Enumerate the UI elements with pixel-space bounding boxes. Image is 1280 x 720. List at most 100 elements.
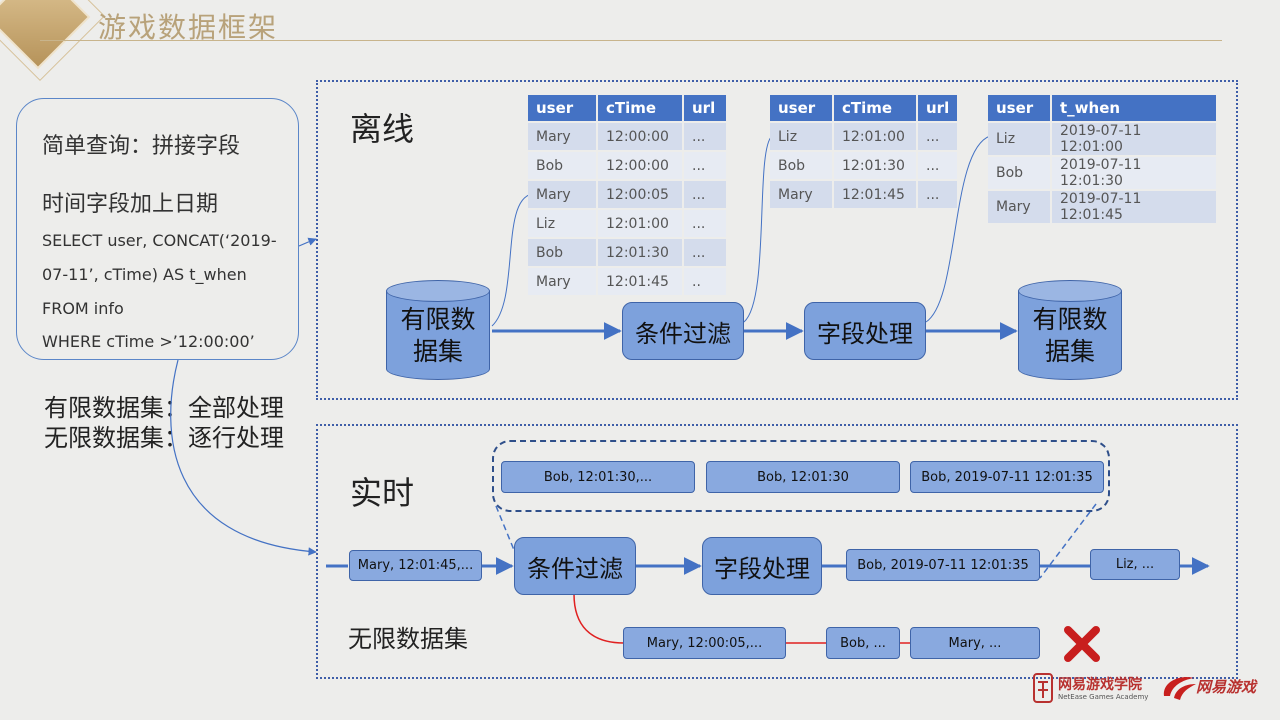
offline-process-node: 字段处理 [804,302,926,360]
query-note-box [16,98,299,360]
t2-cell: ... [918,123,958,150]
academy-logo-subtext: NetEase Games Academy [1058,693,1149,701]
note-line-1: 简单查询：拼接字段 [42,134,241,159]
record-detail-box [492,440,1110,512]
rejected-record-2: Bob, ... [826,627,900,659]
reject-x-icon [1064,626,1100,662]
rejected-record-3: Mary, ... [910,627,1040,659]
sql-line-4: WHERE cTime >’12:00:00’ [42,332,255,351]
detail-record-filtered: Bob, 12:01:30 [706,461,900,493]
offline-filter-node: 条件过滤 [622,302,744,360]
netease-games-logo-text: 网易游戏 [1196,678,1257,696]
t2-cell: 12:01:00 [834,123,916,150]
realtime-process-node: 字段处理 [702,537,822,595]
t1-cell: ... [684,181,726,208]
sql-line-1: SELECT user, CONCAT(‘2019- [42,231,277,250]
t3-header: t_when [1052,95,1216,121]
realtime-label: 实时 [350,474,415,512]
source-to-table1-connector [491,193,533,327]
offline-label: 离线 [350,110,415,148]
t1-header: user [528,95,596,121]
page-title: 游戏数据框架 [98,11,279,44]
t2-header: url [918,95,958,121]
t1-cell: 12:00:00 [598,123,682,150]
t1-cell: Mary [528,268,596,295]
offline-source-dataset: 有限数据集 [386,280,490,380]
unbounded-label: 无限数据集 [348,625,468,653]
reject-path [573,593,625,644]
t1-cell: 12:00:05 [598,181,682,208]
t3-cell: Bob [988,157,1050,189]
t1-cell: ... [684,152,726,179]
netease-games-logo-icon [1163,676,1196,700]
offline-sink-dataset: 有限数据集 [1018,280,1122,380]
t1-cell: ... [684,210,726,237]
t1-cell: Bob [528,152,596,179]
detail-record-raw: Bob, 12:01:30,... [501,461,695,493]
sql-line-3: FROM info [42,299,124,318]
t3-header: user [988,95,1050,121]
process-to-table3-connector [925,135,991,323]
realtime-filter-node: 条件过滤 [514,537,636,595]
t2-header: user [770,95,832,121]
zoom-line-right [1039,503,1097,579]
stream-output-record: Bob, 2019-07-11 12:01:35 [846,549,1040,581]
t1-cell: Mary [528,181,596,208]
source-label-2: 据集 [412,337,463,366]
title-divider [40,40,1222,41]
t1-cell: 12:01:30 [598,239,682,266]
note-line-2: 时间字段加上日期 [42,192,219,217]
summary-unbounded: 无限数据集：逐行处理 [44,424,284,452]
t1-cell: ... [684,239,726,266]
note-to-offline-connector [298,237,317,247]
t2-cell: Liz [770,123,832,150]
t3-cell: 2019-07-11 12:01:45 [1052,191,1216,223]
t2-cell: ... [918,152,958,179]
t2-cell: ... [918,181,958,208]
t1-cell: 12:01:45 [598,268,682,295]
t3-cell: Liz [988,123,1050,155]
t2-cell: 12:01:30 [834,152,916,179]
academy-logo-icon [1033,673,1053,703]
stream-input-record: Mary, 12:01:45,... [349,550,482,581]
t2-header: cTime [834,95,916,121]
rejected-record-1: Mary, 12:00:05,... [623,627,786,659]
source-label-1: 有限数 [400,305,476,334]
t3-cell: Mary [988,191,1050,223]
t1-cell: Mary [528,123,596,150]
t1-cell: Bob [528,239,596,266]
t2-cell: Mary [770,181,832,208]
t1-header: url [684,95,726,121]
t3-cell: 2019-07-11 12:01:00 [1052,123,1216,155]
t1-cell: Liz [528,210,596,237]
academy-logo-text: 网易游戏学院 [1058,677,1142,693]
filter-to-table2-connector [743,135,773,323]
realtime-panel [316,424,1238,679]
t1-cell: ... [684,123,726,150]
t1-cell: .. [684,268,726,295]
sql-line-2: 07-11’, cTime) AS t_when [42,265,247,284]
sink-label-1: 有限数 [1032,305,1108,334]
t1-cell: 12:01:00 [598,210,682,237]
summary-bounded: 有限数据集：全部处理 [44,394,284,422]
t1-cell: 12:00:00 [598,152,682,179]
stream-next-record: Liz, ... [1090,549,1180,580]
note-to-realtime-connector [170,359,317,556]
t2-cell: Bob [770,152,832,179]
offline-panel [316,80,1238,400]
t2-cell: 12:01:45 [834,181,916,208]
